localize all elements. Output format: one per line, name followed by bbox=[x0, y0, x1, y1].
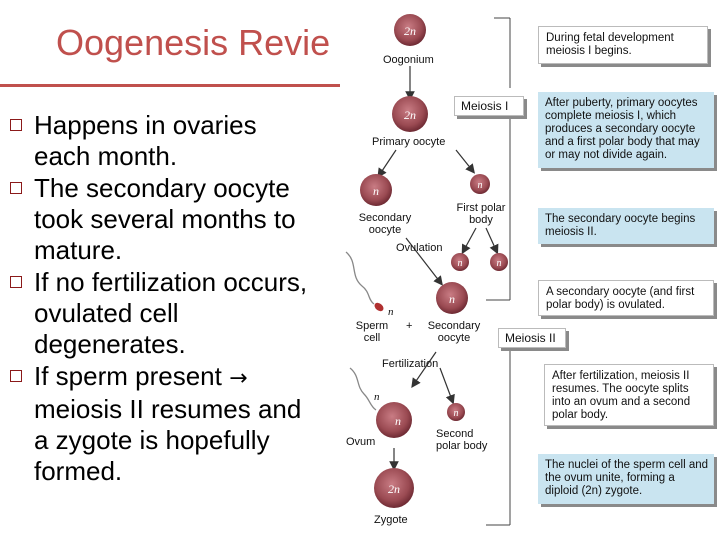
label-ovulation: Ovulation bbox=[396, 242, 443, 254]
right-arrow-icon: → bbox=[229, 366, 248, 391]
oogonium-cell bbox=[394, 14, 426, 46]
oogonium-ploidy: 2n bbox=[404, 24, 416, 38]
ovum-cell bbox=[376, 402, 412, 438]
polar-ploidy: n bbox=[458, 258, 463, 269]
bullet-text: The secondary oocyte took several months… bbox=[34, 173, 296, 265]
label-first-polar-body: First polar body bbox=[456, 202, 506, 226]
primary-oocyte-cell bbox=[392, 96, 428, 132]
slide-title: Oogenesis Revie bbox=[56, 22, 331, 63]
oogenesis-diagram: 2n 2n n n n n n n n bbox=[336, 0, 720, 540]
zygote-cell bbox=[374, 468, 414, 508]
arrow bbox=[439, 367, 455, 405]
bullet-text: Happens in ovaries each month. bbox=[34, 110, 257, 171]
primary-ploidy: 2n bbox=[404, 108, 416, 122]
arrow bbox=[461, 227, 477, 255]
first-polar-body-cell bbox=[470, 174, 490, 194]
polar-ploidy: n bbox=[497, 258, 502, 269]
second-polar-body-cell bbox=[447, 403, 465, 421]
arrow bbox=[411, 351, 437, 388]
label-primary-oocyte: Primary oocyte bbox=[372, 136, 446, 148]
label-oogonium: Oogonium bbox=[383, 54, 434, 66]
bullet-box-icon bbox=[10, 276, 22, 288]
bullet-text: If sperm present bbox=[34, 361, 222, 391]
note-box: After puberty, primary oocytes complete … bbox=[538, 92, 714, 168]
arrow bbox=[455, 149, 475, 174]
label-secondary-oocyte-2: Secondary oocyte bbox=[427, 320, 481, 344]
bullet-item: If sperm present → meiosis II resumes an… bbox=[8, 361, 308, 487]
meiosis-2-label: Meiosis II bbox=[498, 328, 566, 348]
arrow bbox=[377, 149, 397, 178]
ovum-sperm-ploidy: n bbox=[374, 391, 380, 403]
bullet-item: Happens in ovaries each month. bbox=[8, 110, 308, 172]
note-box: After fertilization, meiosis II resumes.… bbox=[544, 364, 714, 426]
bullet-box-icon bbox=[10, 370, 22, 382]
sperm-tail bbox=[345, 251, 375, 305]
diagram-svg: 2n 2n n n n n n n n bbox=[345, 14, 511, 526]
label-sperm-cell: Sperm cell bbox=[355, 320, 389, 344]
label-secondary-oocyte: Secondary oocyte bbox=[358, 212, 412, 236]
zygote-ploidy: 2n bbox=[388, 482, 400, 496]
label-fertilization: Fertilization bbox=[382, 358, 439, 370]
label-zygote: Zygote bbox=[374, 514, 408, 526]
ovum-ploidy: n bbox=[395, 414, 401, 428]
bullet-item: The secondary oocyte took several months… bbox=[8, 173, 308, 266]
bullet-text: If no fertilization occurs, ovulated cel… bbox=[34, 267, 308, 359]
second-polar-ploidy: n bbox=[454, 408, 459, 419]
note-box: A secondary oocyte (and first polar body… bbox=[538, 280, 714, 316]
bullet-text: meiosis II resumes and a zygote is hopef… bbox=[34, 394, 302, 486]
polar-body-cell bbox=[451, 253, 469, 271]
polar-body-cell bbox=[490, 253, 508, 271]
note-box: The nuclei of the sperm cell and the ovu… bbox=[538, 454, 714, 504]
bullet-box-icon bbox=[10, 182, 22, 194]
bullet-list: Happens in ovaries each month. The secon… bbox=[8, 110, 308, 488]
label-second-polar-body: Second polar body bbox=[436, 428, 488, 452]
bullet-item: If no fertilization occurs, ovulated cel… bbox=[8, 267, 308, 360]
arrow bbox=[405, 237, 443, 286]
label-ovum: Ovum bbox=[346, 436, 376, 448]
ovulated-oocyte-cell bbox=[436, 282, 468, 314]
note-box: The secondary oocyte begins meiosis II. bbox=[538, 208, 714, 244]
secondary-ploidy: n bbox=[373, 184, 379, 198]
label-plus: + bbox=[406, 320, 413, 332]
note-box: During fetal development meiosis I begin… bbox=[538, 26, 708, 64]
sperm-ploidy: n bbox=[388, 306, 394, 318]
title-underline bbox=[0, 84, 340, 87]
sperm-cell-head bbox=[374, 302, 384, 312]
secondary-oocyte-cell bbox=[360, 174, 392, 206]
ovulated-ploidy: n bbox=[449, 292, 455, 306]
arrow bbox=[485, 227, 499, 255]
first-polar-ploidy: n bbox=[478, 180, 483, 191]
bullet-box-icon bbox=[10, 119, 22, 131]
meiosis-1-label: Meiosis I bbox=[454, 96, 524, 116]
sperm-tail bbox=[349, 367, 377, 411]
